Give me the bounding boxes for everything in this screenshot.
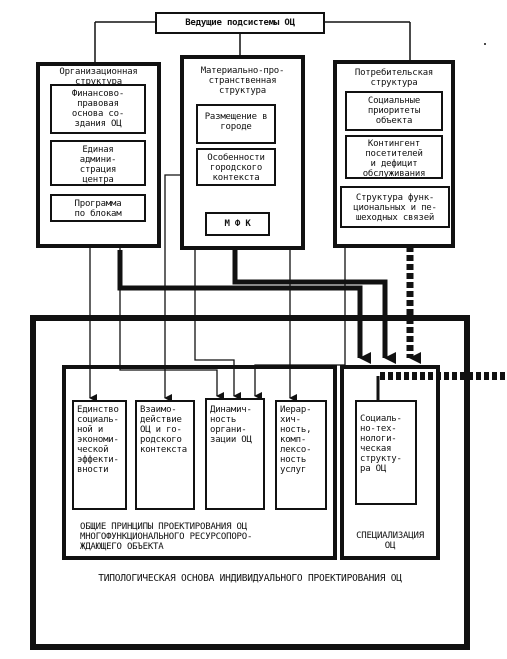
mat-item-placement: Размещение в городе [196,104,276,144]
org-item-finance: Финансово- правовая основа со- здания ОЦ [50,84,146,134]
principle-efficiency: Единство социаль- ной и экономи- ческой … [72,400,127,510]
org-item-admin: Единая админи- страция центра [50,140,146,186]
top-box: Ведущие подсистемы ОЦ [155,12,325,34]
org-title: Организационная структура [59,67,138,87]
cons-item-priorities: Социальные приоритеты объекта [345,91,443,131]
mfk-box: М Ф К [205,212,270,236]
mat-title: Материально-про- странственная структура [200,66,285,96]
specialization-frame [340,365,440,560]
org-item-program: Программа по блокам [50,194,146,222]
dashed-bar [376,372,507,400]
cons-item-visitors: Контингент посетителей и дефицит обслужи… [345,135,443,179]
principle-dynamics: Динамич- ность органи- зации ОЦ [205,398,265,510]
thin-arrows [89,174,346,402]
spec-structure-box: Социаль- но-тех- нологи- ческая структу-… [355,400,417,505]
general-principles-frame [62,365,337,560]
speck-mark [484,43,486,45]
specialization-label: СПЕЦИАЛИЗАЦИЯ ОЦ [356,531,424,551]
cons-title: Потребительская структура [354,68,434,88]
mat-item-context: Особенности городского контекста [196,148,276,186]
typology-frame [30,315,470,650]
top-links [94,21,411,62]
general-principles-label: ОБЩИЕ ПРИНЦИПЫ ПРОЕКТИРОВАНИЯ ОЦ МНОГОФУ… [80,522,253,552]
cons-item-links: Структура функ- циональных и пе- шеходны… [340,186,450,228]
top-title: Ведущие подсистемы ОЦ [185,18,295,28]
principle-hierarchy: Иерар- хич- ность, комп- лексо- ность ус… [275,400,327,510]
principle-context: Взаимо- действие ОЦ и го- родского конте… [135,400,195,510]
typology-label: ТИПОЛОГИЧЕСКАЯ ОСНОВА ИНДИВИДУАЛЬНОГО ПР… [98,573,402,584]
